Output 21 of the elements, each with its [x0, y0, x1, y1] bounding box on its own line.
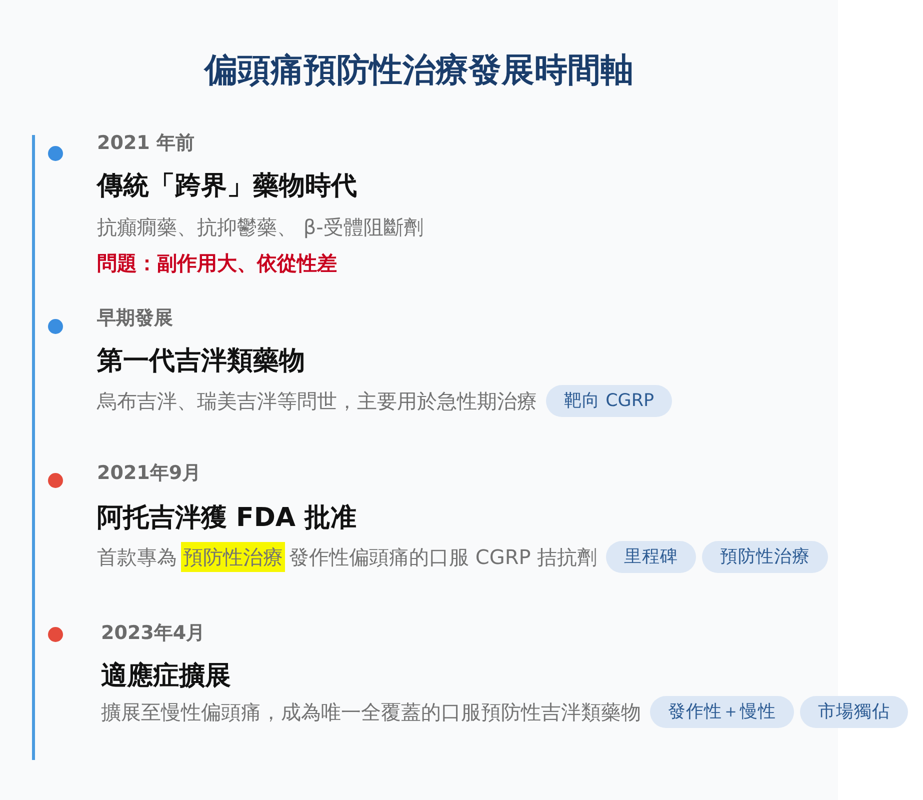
category-tag: 市場獨佔: [800, 696, 908, 728]
category-tag: 預防性治療: [702, 541, 828, 573]
date-label: 早期發展: [97, 306, 173, 331]
event-description: 抗癲癇藥、抗抑鬱藥、 β-受體阻斷劑: [97, 214, 424, 240]
event-description: 擴展至慢性偏頭痛，成為唯一全覆蓋的口服預防性吉泮類藥物: [101, 698, 641, 726]
event-title: 傳統「跨界」藥物時代: [97, 170, 357, 202]
highlighted-term: 預防性治療: [181, 542, 285, 572]
event-description: 首款專為: [97, 544, 177, 570]
date-label: 2021 年前: [97, 131, 194, 156]
date-label: 2023年4月: [101, 621, 206, 646]
category-tag: 靶向 CGRP: [546, 385, 672, 417]
category-tag: 發作性＋慢性: [650, 696, 794, 728]
event-description: 發作性偏頭痛的口服 CGRP 拮抗劑: [289, 544, 598, 570]
page-title: 偏頭痛預防性治療發展時間軸: [202, 49, 634, 91]
event-title: 適應症擴展: [101, 660, 231, 692]
problem-note: 問題：副作用大、依從性差: [97, 250, 337, 276]
date-label: 2021年9月: [97, 461, 202, 486]
event-description: 烏布吉泮、瑞美吉泮等問世，主要用於急性期治療: [97, 388, 537, 414]
event-title: 第一代吉泮類藥物: [97, 344, 305, 378]
event-title: 阿托吉泮獲 FDA 批准: [97, 502, 357, 534]
category-tag: 里程碑: [606, 541, 696, 573]
